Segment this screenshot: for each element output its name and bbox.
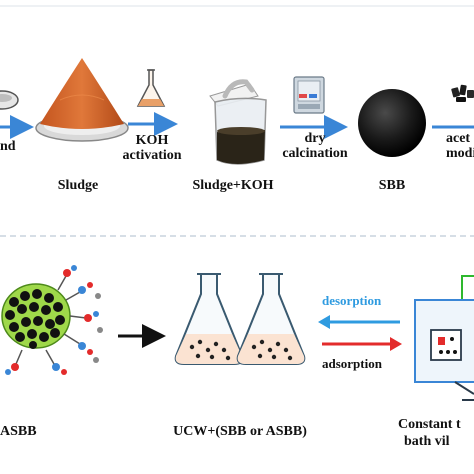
water-bath-icon	[414, 275, 474, 401]
acetic-label-line1: acet	[446, 131, 471, 146]
flask-right-icon	[236, 273, 306, 365]
acetic-label-line2: modif	[446, 146, 474, 161]
sbb-label: SBB	[378, 178, 406, 193]
asbb-label: ASBB	[0, 424, 37, 439]
adsorption-label: adsorption	[322, 356, 382, 371]
flask-left-icon	[174, 273, 244, 365]
sbb-biochar-icon	[358, 89, 426, 157]
sludge-label: Sludge	[57, 178, 99, 193]
koh-activation-label: KOH activation	[122, 133, 181, 163]
sludge-koh-label: Sludge+KOH	[192, 178, 274, 193]
granules-icon	[451, 84, 474, 102]
desorption-arrowhead	[318, 315, 330, 329]
dry-label-line1: dry	[304, 131, 326, 146]
constant-label-line1: Constant t	[398, 417, 461, 432]
flask-icon	[136, 69, 166, 107]
dry-label-line2: calcination	[282, 146, 348, 161]
constant-temperature-label: Constant t bath vil	[398, 416, 461, 450]
ucw-label: UCW+(SBB or ASBB)	[173, 424, 307, 439]
koh-label-line1: KOH	[135, 133, 169, 148]
desorption-label: desorption	[322, 293, 382, 308]
dry-calcination-label: dry calcination	[282, 131, 347, 161]
adsorption-arrowhead	[390, 337, 402, 351]
koh-label-line2: activation	[122, 148, 182, 163]
constant-label-line2: bath vil	[404, 434, 450, 449]
dish-icon	[0, 90, 19, 110]
cut-label-left: nd	[0, 139, 16, 154]
beaker-icon	[209, 79, 267, 165]
asbb-particle-icon	[1, 265, 103, 375]
sludge-pile-icon	[35, 58, 129, 142]
furnace-icon	[293, 76, 325, 114]
acetic-modification-label: acet modif	[446, 131, 474, 161]
